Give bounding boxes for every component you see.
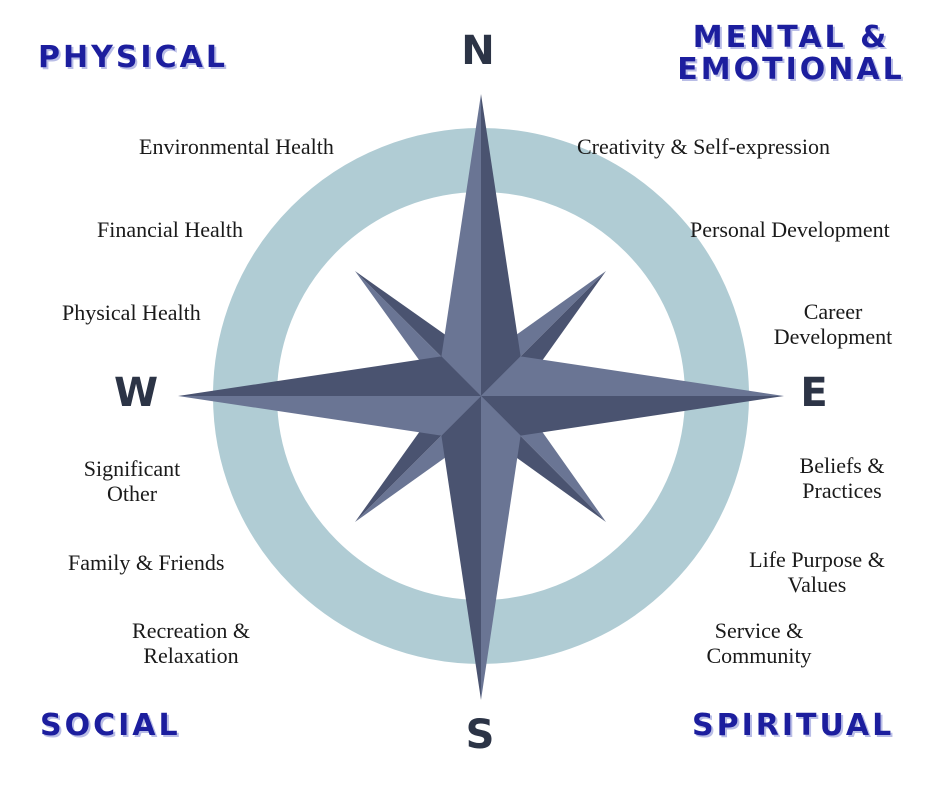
direction-west: W bbox=[113, 370, 159, 416]
rose-point-s-right bbox=[441, 396, 481, 700]
direction-north: N bbox=[461, 28, 495, 74]
rose-point-e-right bbox=[481, 396, 784, 436]
quadrant-spiritual-label: SPIRITUAL bbox=[692, 708, 895, 743]
item-life-purpose-values: Life Purpose & Values bbox=[749, 547, 885, 598]
compass-rose bbox=[178, 94, 784, 700]
item-financial-health: Financial Health bbox=[97, 217, 244, 242]
item-family-friends: Family & Friends bbox=[68, 550, 225, 575]
item-creativity-self-expression: Creativity & Self-expression bbox=[577, 134, 830, 159]
item-recreation-relaxation: Recreation & Relaxation bbox=[132, 618, 250, 669]
rose-point-n-left bbox=[441, 94, 481, 396]
rose-point-w-left bbox=[178, 396, 481, 436]
rose-point-s-left bbox=[481, 396, 521, 700]
item-service-community: Service & Community bbox=[706, 618, 812, 669]
rose-point-w-right bbox=[178, 356, 481, 396]
quadrant-physical-label: PHYSICAL bbox=[38, 40, 228, 75]
rose-point-e-left bbox=[481, 356, 784, 396]
quadrant-social-label: SOCIAL bbox=[40, 708, 181, 743]
item-environmental-health: Environmental Health bbox=[139, 134, 334, 159]
item-beliefs-practices: Beliefs & Practices bbox=[799, 453, 885, 504]
item-personal-development: Personal Development bbox=[690, 217, 890, 242]
item-significant-other: Significant Other bbox=[83, 456, 181, 507]
item-career-development: Career Development bbox=[773, 299, 893, 350]
direction-east: E bbox=[800, 370, 828, 416]
direction-south: S bbox=[465, 712, 495, 758]
item-physical-health: Physical Health bbox=[62, 300, 201, 325]
rose-point-n-right bbox=[481, 94, 521, 396]
quadrant-mental-emotional-label: MENTAL & EMOTIONAL bbox=[677, 20, 905, 88]
